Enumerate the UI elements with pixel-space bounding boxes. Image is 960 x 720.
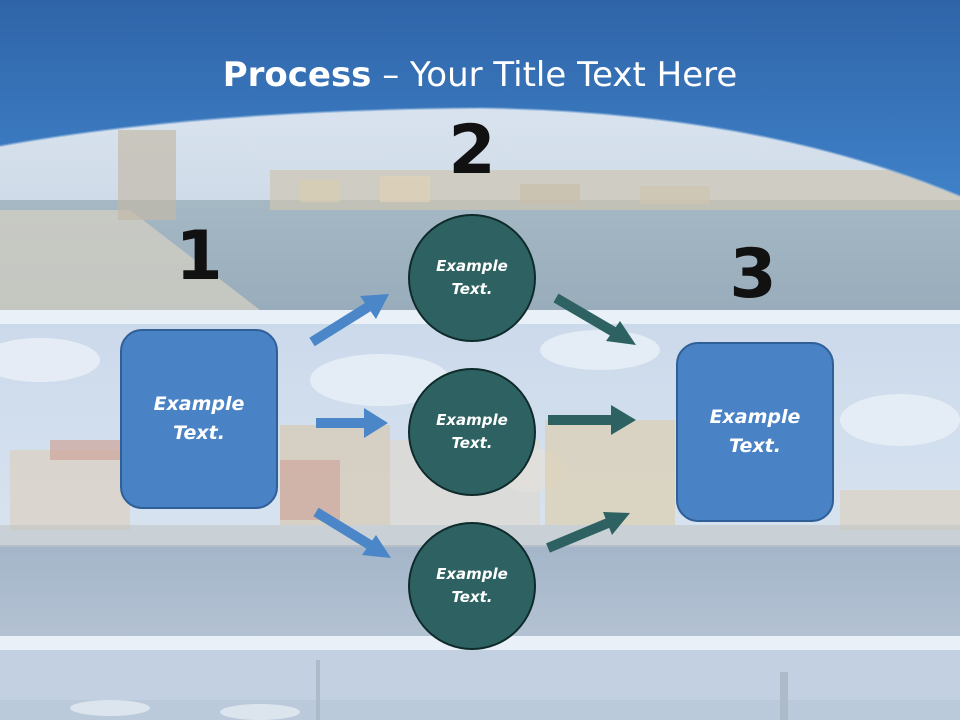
- process-box-end: Example Text.: [676, 342, 834, 522]
- process-circle-top: Example Text.: [408, 214, 536, 342]
- slide-title: Process – Your Title Text Here: [0, 52, 960, 98]
- process-circle-middle: Example Text.: [408, 368, 536, 496]
- process-circle-bottom: Example Text.: [408, 522, 536, 650]
- step-number-2: 2: [448, 111, 496, 190]
- step-number-1: 1: [175, 217, 223, 296]
- title-rest: – Your Title Text Here: [371, 55, 738, 95]
- step-number-3: 3: [729, 235, 777, 314]
- process-box-start: Example Text.: [120, 329, 278, 509]
- title-bold-part: Process: [222, 55, 372, 95]
